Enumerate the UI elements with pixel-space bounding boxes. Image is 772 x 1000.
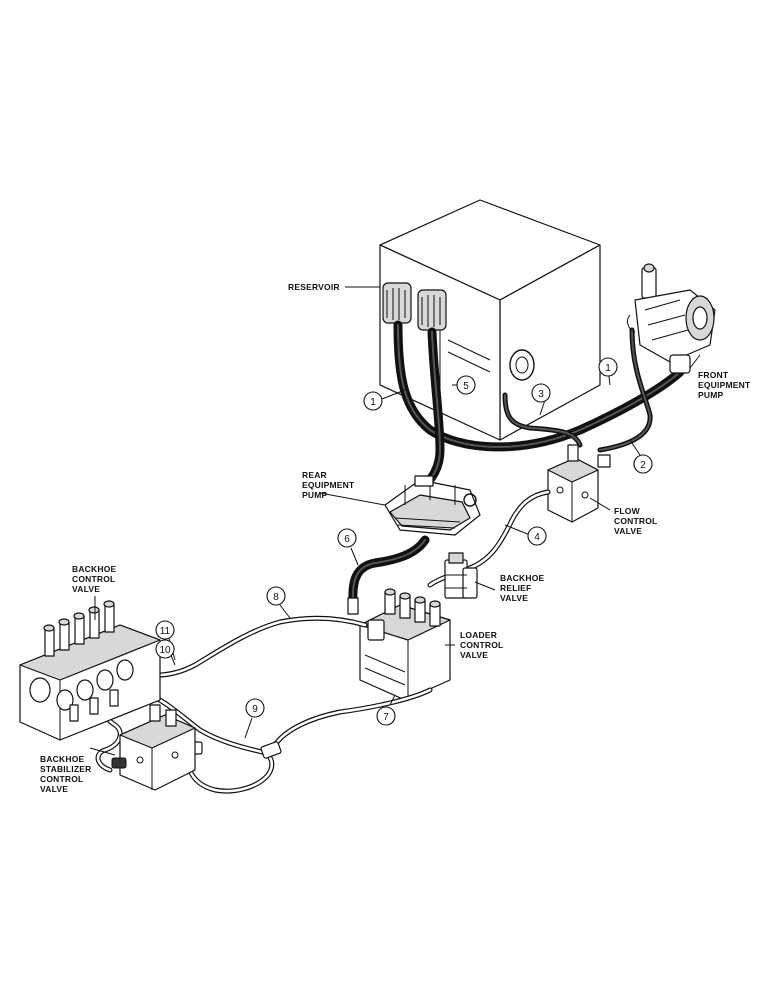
backhoe-control-label-line3: VALVE	[72, 584, 100, 594]
backhoe-stabilizer-control-valve	[111, 704, 196, 791]
callout-8-text: 8	[273, 592, 279, 603]
flow-control-valve	[547, 444, 611, 523]
callout-11: 11	[155, 620, 175, 640]
tube-7	[272, 687, 433, 748]
label-backhoe-relief: BACKHOE RELIEF VALVE	[500, 573, 545, 603]
front-pump-label-line2: EQUIPMENT	[698, 380, 751, 390]
backhoe-control-label-line1: BACKHOE	[72, 564, 117, 574]
front-pump-label-line3: PUMP	[698, 390, 723, 400]
backhoe-relief-label-line2: RELIEF	[500, 583, 531, 593]
label-front-pump: FRONT EQUIPMENT PUMP	[698, 370, 751, 400]
callout-10: 10	[155, 639, 175, 659]
reservoir-label: RESERVOIR	[288, 282, 340, 292]
callout-7: 7	[376, 706, 396, 726]
hose-2	[597, 327, 653, 453]
callout-1b: 1	[598, 357, 618, 377]
stabilizer-label-line2: STABILIZER	[40, 764, 91, 774]
label-loader-control: LOADER CONTROL VALVE	[460, 630, 503, 660]
loader-control-label-line1: LOADER	[460, 630, 497, 640]
callout-11-text: 11	[160, 626, 171, 637]
backhoe-relief-label-line1: BACKHOE	[500, 573, 545, 583]
hose-1-left	[393, 320, 685, 452]
front-equipment-pump	[627, 263, 716, 374]
loader-control-label-line2: CONTROL	[460, 640, 503, 650]
rear-equipment-pump	[384, 475, 481, 536]
callout-9: 9	[245, 698, 265, 718]
stabilizer-label-line4: VALVE	[40, 784, 68, 794]
callout-3: 3	[531, 383, 551, 403]
callout-1b-text: 1	[605, 363, 611, 374]
callout-2-text: 2	[640, 460, 646, 471]
callout-5: 5	[456, 375, 476, 395]
flow-control-label-line3: VALVE	[614, 526, 642, 536]
stabilizer-label-line1: BACKHOE	[40, 754, 85, 764]
backhoe-relief-valve	[444, 552, 478, 599]
label-reservoir: RESERVOIR	[288, 282, 340, 292]
callout-8: 8	[266, 586, 286, 606]
flow-control-label-line1: FLOW	[614, 506, 641, 516]
label-stabilizer-control: BACKHOE STABILIZER CONTROL VALVE	[40, 754, 91, 794]
callout-9-text: 9	[252, 704, 258, 715]
tube-9	[137, 687, 275, 794]
loader-control-valve	[359, 588, 451, 701]
front-pump-label-line1: FRONT	[698, 370, 729, 380]
rear-pump-label-line3: PUMP	[302, 490, 327, 500]
backhoe-relief-label-line3: VALVE	[500, 593, 528, 603]
hose-3	[502, 392, 583, 448]
rear-pump-label-line2: EQUIPMENT	[302, 480, 355, 490]
callout-10-text: 10	[159, 645, 171, 656]
rear-pump-label-line1: REAR	[302, 470, 327, 480]
hose-6	[347, 535, 430, 615]
callout-3-text: 3	[538, 389, 544, 400]
callout-5-text: 5	[463, 381, 469, 392]
callout-2: 2	[633, 454, 653, 474]
callout-6-text: 6	[344, 534, 350, 545]
backhoe-control-label-line2: CONTROL	[72, 574, 115, 584]
callout-7-text: 7	[383, 712, 389, 723]
callout-4-text: 4	[534, 532, 540, 543]
label-rear-pump: REAR EQUIPMENT PUMP	[302, 470, 355, 500]
callout-1a-text: 1	[370, 397, 376, 408]
callout-1a: 1	[363, 391, 383, 411]
backhoe-control-valve	[19, 600, 161, 741]
tube-8	[147, 615, 368, 678]
flow-control-label-line2: CONTROL	[614, 516, 657, 526]
loader-control-label-line3: VALVE	[460, 650, 488, 660]
callout-4: 4	[527, 526, 547, 546]
callout-6: 6	[337, 528, 357, 548]
label-flow-control: FLOW CONTROL VALVE	[614, 506, 657, 536]
label-backhoe-control: BACKHOE CONTROL VALVE	[72, 564, 117, 594]
stabilizer-label-line3: CONTROL	[40, 774, 83, 784]
